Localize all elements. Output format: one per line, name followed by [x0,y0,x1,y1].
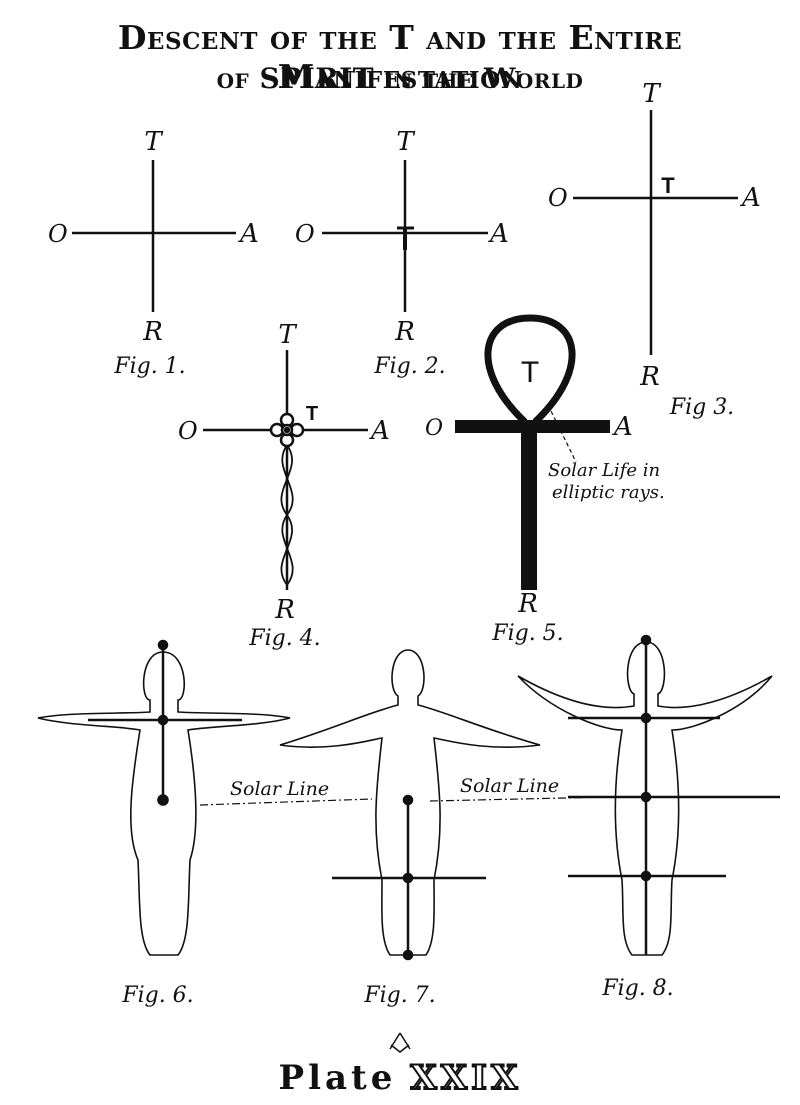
fig1-caption: Fig. 1. [113,354,185,379]
flower-icon [269,412,305,448]
fig1-label-left: O [48,220,68,248]
solar-line-right-label: Solar Line [460,775,559,797]
solar-line-left [199,798,373,806]
fig3-cross [573,110,738,355]
fig4-label-bottom: R [274,595,295,625]
fig5-label-right: A [612,412,633,442]
fig4-label-top: T [278,320,297,350]
fig3-caption: Fig 3. [669,395,734,420]
fig4-label-right: A [369,416,390,446]
fig3-label-right: A [740,183,761,213]
fig5-label-left: O [425,416,443,441]
fig5-note-line1: Solar Life in [548,460,660,481]
fig6-figure [37,639,291,956]
fig7-caption: Fig. 7. [363,983,435,1008]
fig7-figure [279,649,541,961]
fig4-label-left: O [178,417,198,445]
solar-line-left-label: Solar Line [230,778,329,800]
fig1-label-right: A [238,219,259,249]
fig2-label-top: T [396,127,415,157]
fig3-label-top: T [642,79,661,109]
compass-square-icon [389,1032,411,1053]
fig2-cross [322,160,488,312]
fig1-label-top: T [144,127,163,157]
plate-number: XXIX [409,1057,522,1099]
fig4-cross [203,350,368,590]
fig4-mark: T [306,403,318,425]
fig1-cross [72,160,236,312]
fig3-mark: T [661,173,675,198]
plate-label: Plate XXIX [0,1057,800,1099]
fig3-label-bottom: R [639,362,660,392]
fig8-figure [517,634,780,956]
fig5-mark: T [521,356,539,389]
fig3-label-left: O [548,184,568,212]
fig2-label-bottom: R [394,317,415,347]
plate-word: Plate [278,1058,397,1098]
fig2-caption: Fig. 2. [373,354,445,379]
fig5-note-line2: elliptic rays. [552,482,665,503]
fig8-caption: Fig. 8. [601,976,673,1001]
fig5-ankh [455,314,610,590]
title-line-1: Descent of the T and the Entire Manifest… [117,18,683,96]
fig2-label-right: A [488,219,509,249]
fig5-caption: Fig. 5. [491,621,563,646]
fig2-label-left: O [295,220,315,248]
fig4-caption: Fig. 4. [248,626,320,651]
fig6-caption: Fig. 6. [121,983,193,1008]
fig5-label-bottom: R [517,589,538,619]
fig1-label-bottom: R [142,317,163,347]
title-line-2: of SPIRIT in the World [216,62,584,95]
